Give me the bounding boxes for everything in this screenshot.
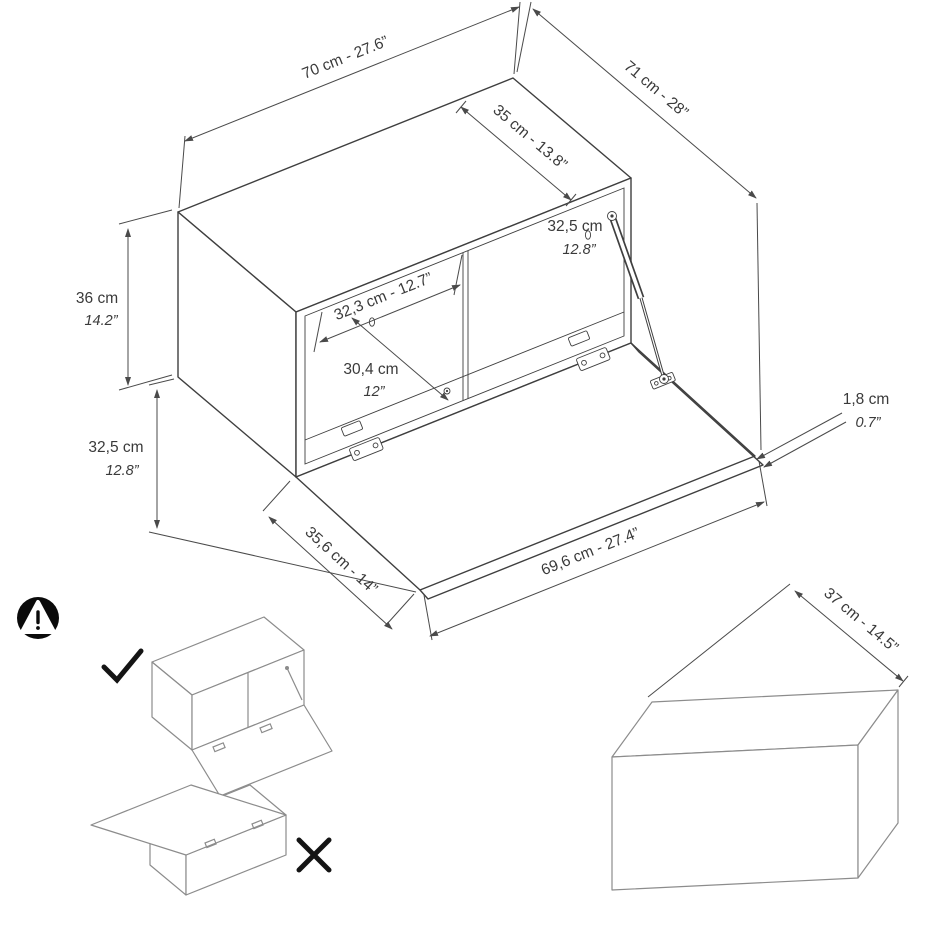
interior-bottom-crease [304,311,625,441]
shelf-pin-hole-right [584,230,592,240]
mini-correct-open-door [191,704,333,797]
dim-width-top-label: 70 cm - 27.6” [300,33,391,83]
dim-strut-inch-label: 12.8” [562,242,596,258]
closed-right-face [857,689,899,879]
dim-height-inch-label: 14.2” [84,313,118,329]
mini-correct-strut-mount [285,666,289,670]
right-hinge [567,330,611,371]
incorrect-usage-diagram [90,784,332,896]
warning-icon [17,597,59,639]
cross-icon [296,837,332,873]
left-hinge [340,420,384,461]
closed-cabinet-view: 37 cm - 14.5” [611,583,909,891]
interior-inset-frame [304,187,625,465]
door-thickness-edge [419,342,764,600]
dim-panel-thickness-inch-label: 0.7” [856,415,882,431]
correct-usage-diagram [101,616,333,797]
dim-closed-depth: 37 cm - 14.5” [647,583,909,698]
dim-panel-thickness: 1,8 cm 0.7” [756,391,890,468]
dim-inner-height: 30,4 cm 12” [343,317,449,401]
dim-strut-cm-label: 32,5 cm [547,218,602,235]
dim-height: 36 cm 14.2” [76,209,173,391]
closed-front-face [611,744,859,891]
dim-door-drop-inch-label: 12.8” [105,463,139,479]
dim-door-drop-cm-label: 32,5 cm [88,439,143,456]
main-cabinet-drawing [177,77,764,600]
mini-wrong-door-flipped-up [90,784,287,856]
dim-strut: 32,5 cm 12.8” [547,218,602,258]
dim-inner-height-cm-label: 30,4 cm [343,361,398,378]
dim-total-depth-label: 71 cm - 28” [620,58,691,122]
mini-correct-strut [286,667,303,701]
dim-inner-height-inch-label: 12” [364,384,386,400]
door-screw-hole-dot [445,389,449,393]
check-icon [101,648,144,684]
gas-strut [607,211,676,390]
dim-panel-thickness-cm-label: 1,8 cm [843,391,890,408]
dim-height-cm-label: 36 cm [76,290,118,307]
